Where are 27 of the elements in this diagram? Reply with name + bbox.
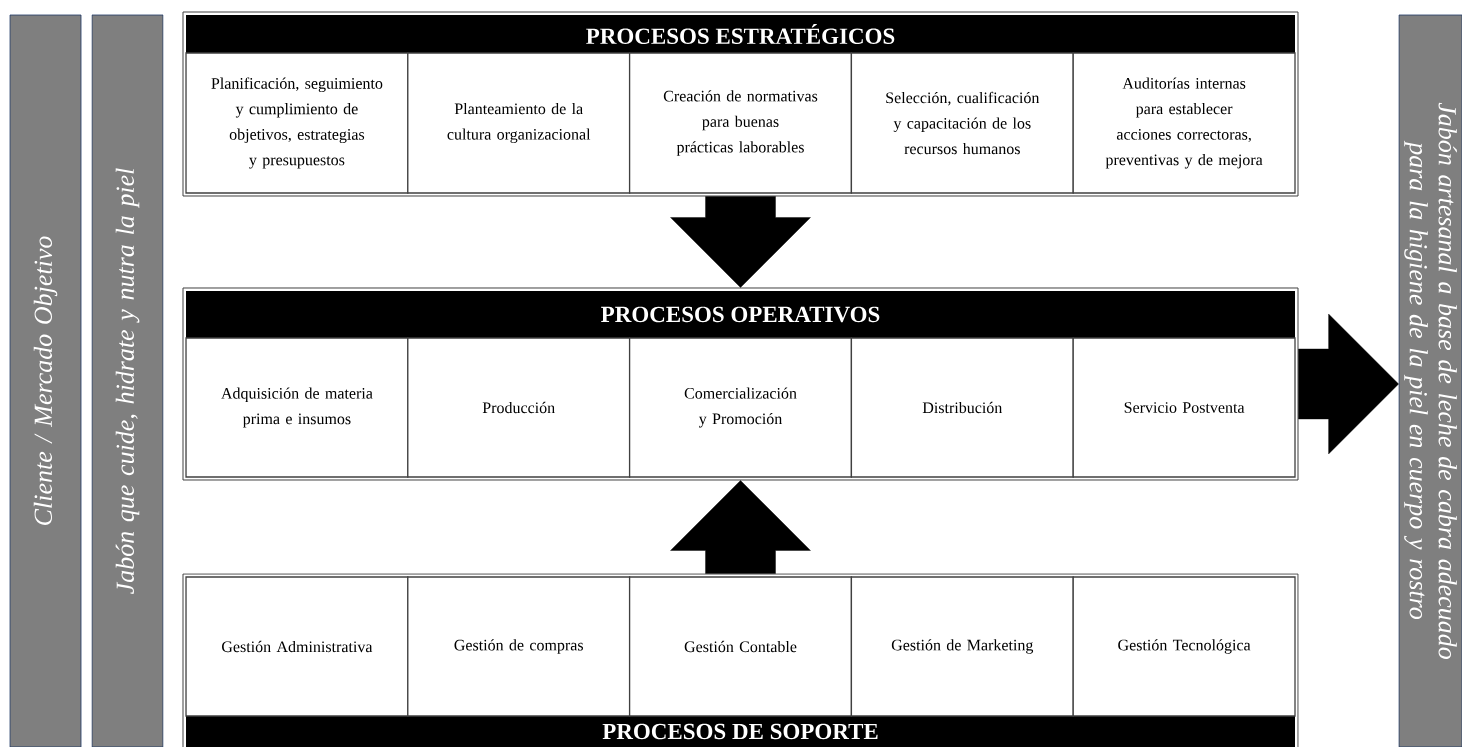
process-box: Gestión Contable <box>628 576 853 717</box>
process-section <box>182 573 1299 747</box>
process-box: Gestión de compras <box>407 576 631 717</box>
process-box: Gestión de Marketing <box>850 576 1074 717</box>
process-box: Selección, cualificación y capacitación de los recursos humanos <box>850 52 1074 194</box>
process-box: Gestión Tecnológica <box>1072 576 1296 717</box>
process-box: Auditorías internas para establecer acciones correctoras, preventivas y de mejora <box>1072 52 1296 194</box>
process-box: Planteamiento de la cultura organizacional <box>407 52 631 194</box>
side-band: Jabón artesanal a base de leche de cabra adecuado para la higiene de la piel en cuerpo y rostro <box>1398 14 1462 747</box>
section-header-bar: PROCESOS OPERATIVOS <box>186 291 1295 338</box>
process-box: Gestión Administrativa <box>185 576 409 717</box>
process-box: Distribución <box>850 337 1074 478</box>
side-band: Jabón que cuide, hidrate y nutra la piel <box>91 14 164 747</box>
process-section <box>182 11 1299 197</box>
process-box: Adquisición de materia prima e insumos <box>185 337 409 478</box>
block-arrow <box>1298 313 1399 455</box>
section-header-bar: PROCESOS DE SOPORTE <box>186 716 1295 747</box>
side-band: Cliente / Mercado Objetivo <box>9 14 82 747</box>
process-box: Producción <box>407 337 631 478</box>
process-box: Creación de normativas para buenas prácticas laborables <box>628 52 853 194</box>
process-box: Servicio Postventa <box>1072 337 1296 478</box>
process-box: Planificación, seguimiento y cumplimiento de objetivos, estrategias y presupuestos <box>185 52 409 194</box>
block-arrow <box>670 196 811 288</box>
section-header-bar: PROCESOS ESTRATÉGICOS <box>186 15 1295 53</box>
block-arrow <box>670 480 811 574</box>
process-box: Comercialización y Promoción <box>628 337 853 478</box>
process-section <box>182 287 1299 481</box>
